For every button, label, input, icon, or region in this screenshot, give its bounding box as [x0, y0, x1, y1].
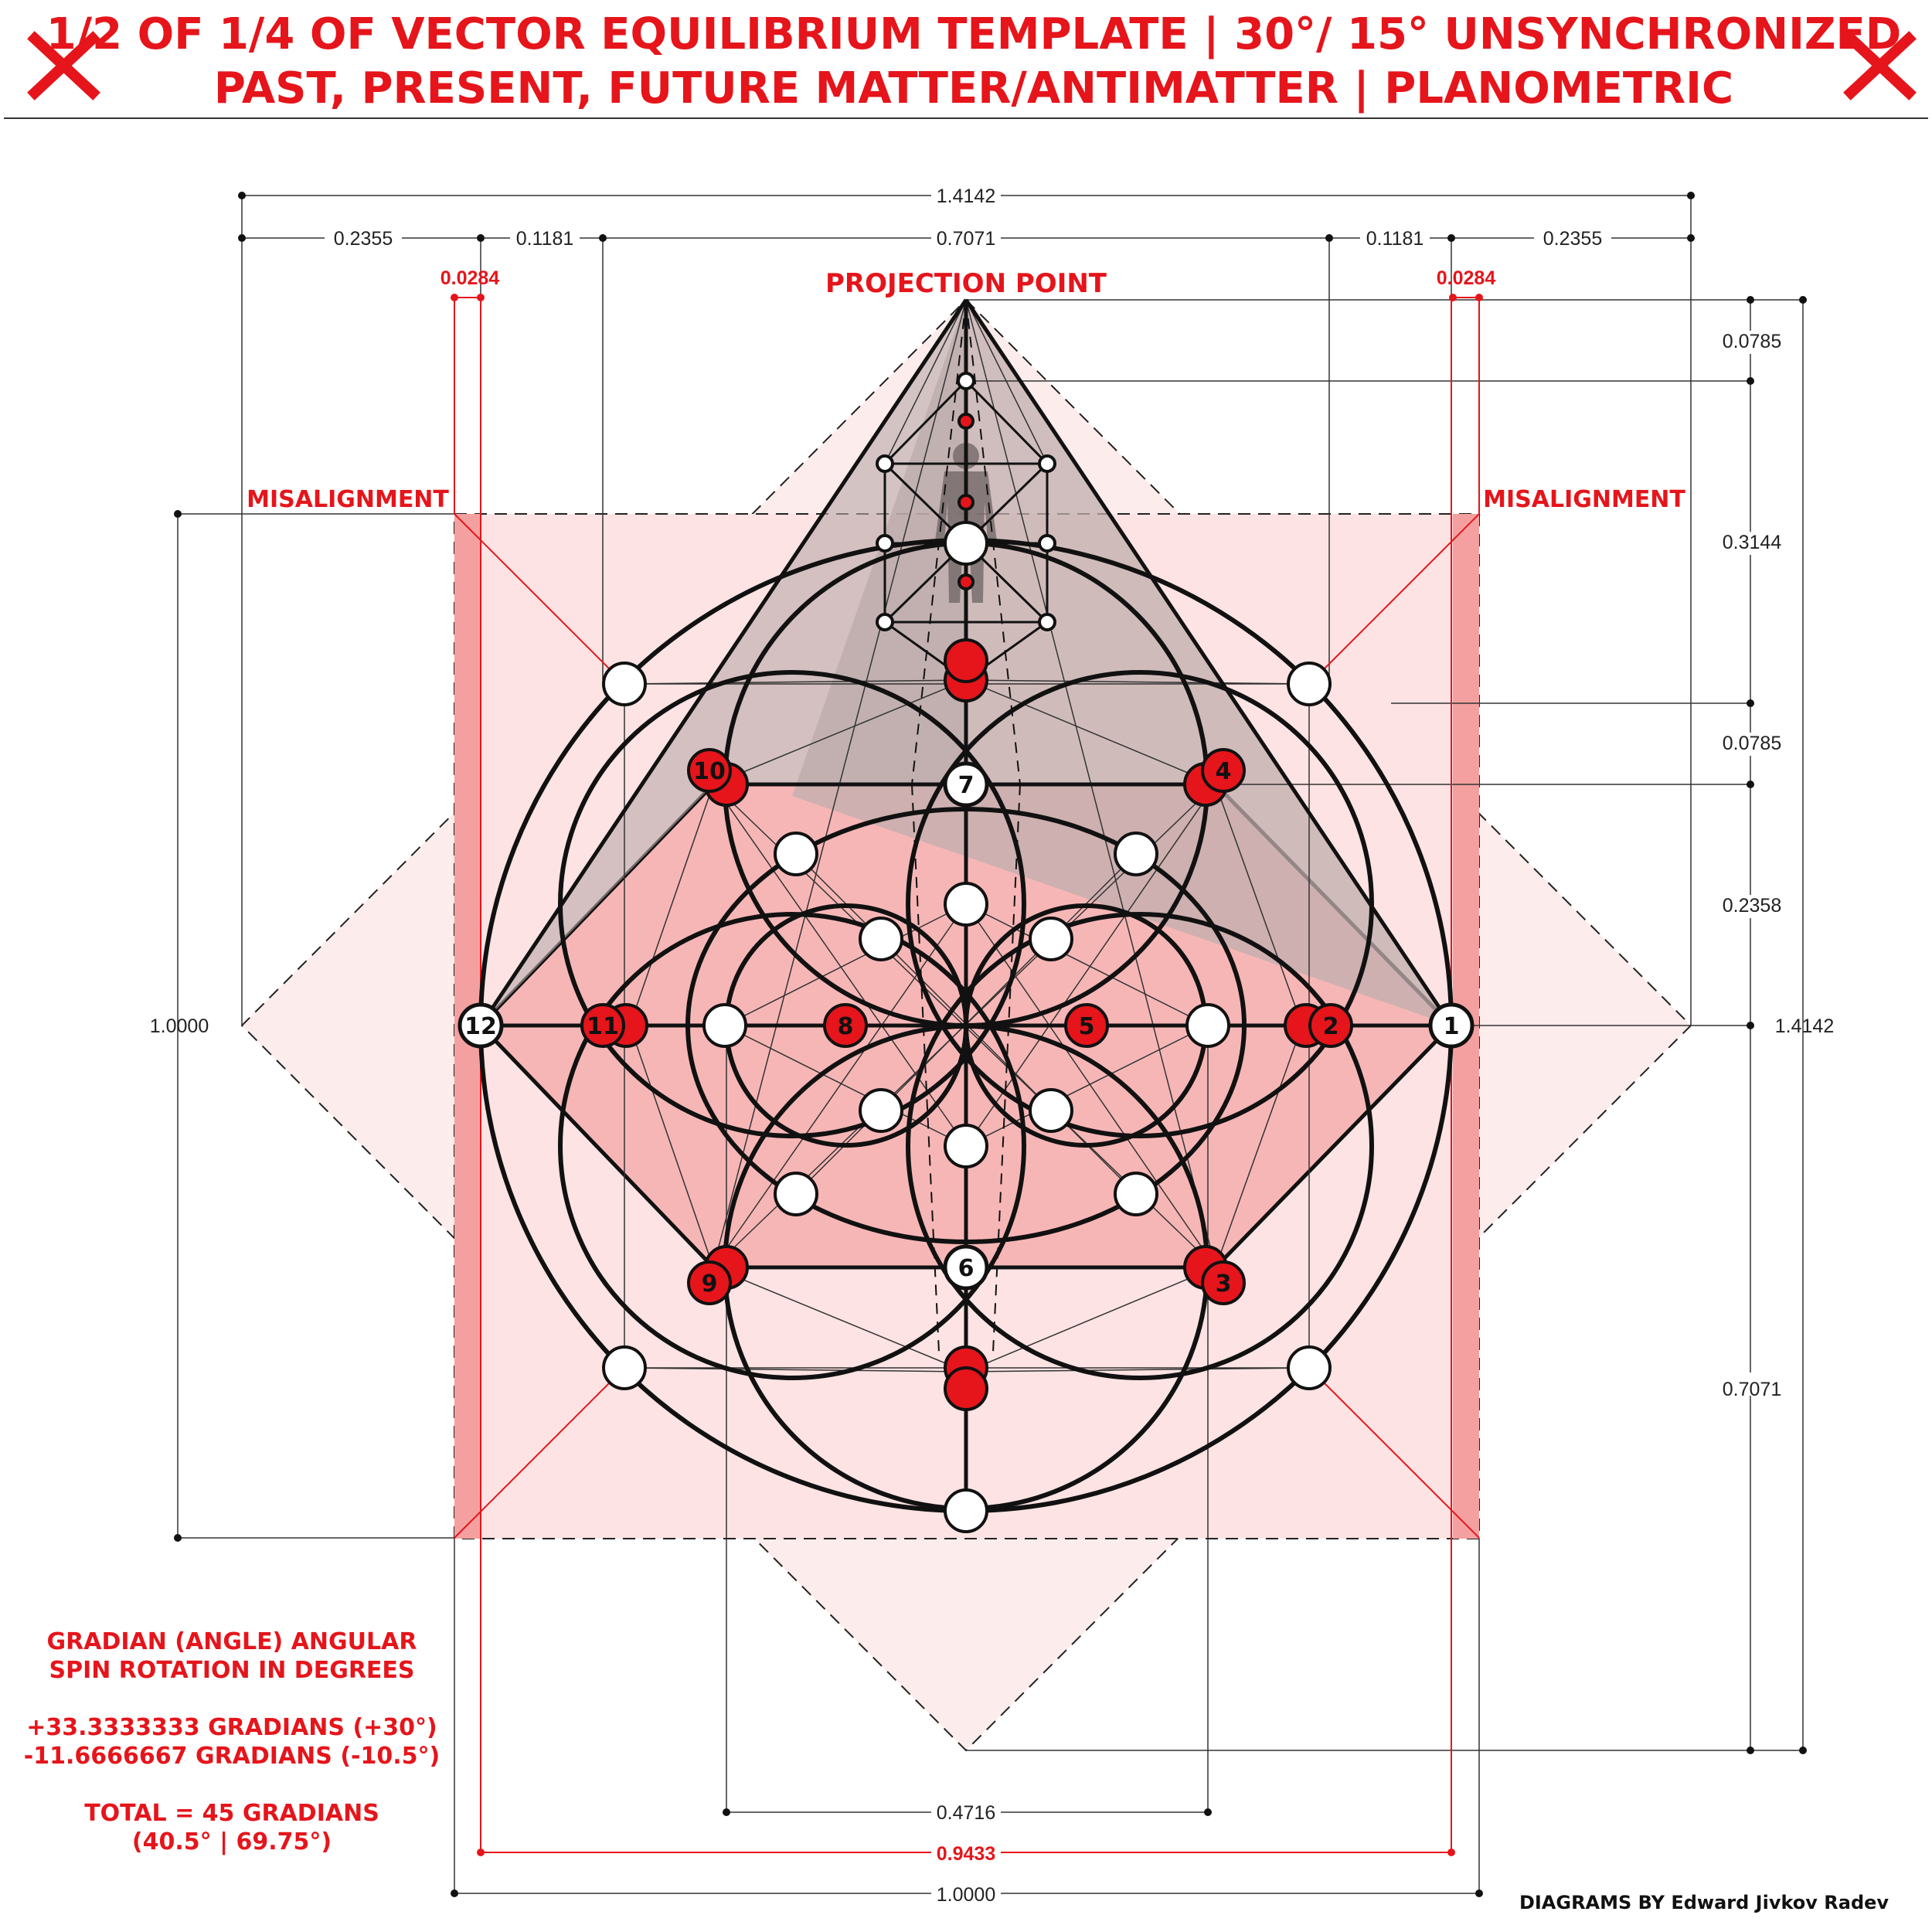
dim-red-right: 0.0284 [1437, 267, 1496, 289]
dim-top-right-inner: 0.1181 [1366, 228, 1424, 250]
dim-top-total: 1.4142 [937, 185, 995, 207]
node-12: 12 [457, 1002, 504, 1049]
gradian-notes: GRADIAN (ANGLE) ANGULAR SPIN ROTATION IN… [24, 1628, 440, 1855]
svg-text:9: 9 [702, 1270, 718, 1298]
node-1: 1 [1428, 1002, 1475, 1049]
dimension-dots-red [451, 294, 1483, 1856]
node-5: 5 [1064, 1003, 1109, 1048]
cross-icon-left [27, 31, 100, 100]
dim-right-1: 0.0785 [1723, 331, 1781, 352]
svg-text:1: 1 [1444, 1013, 1460, 1040]
dim-bottom-1: 0.4716 [937, 1802, 995, 1824]
dim-right-5: 0.7071 [1723, 1379, 1781, 1400]
dim-top-right-outer: 0.2355 [1543, 228, 1602, 250]
note-line-3: +33.3333333 GRADIANS (+30°) [26, 1714, 437, 1741]
dim-top-left-inner: 0.1181 [516, 228, 574, 250]
svg-text:2: 2 [1323, 1013, 1339, 1040]
dimension-labels: 1.4142 0.2355 0.1181 0.7071 0.1181 0.235… [150, 182, 1834, 1906]
dim-right-4: 0.2358 [1723, 895, 1781, 917]
svg-text:7: 7 [958, 772, 975, 799]
svg-text:6: 6 [958, 1255, 975, 1282]
dim-top-left-outer: 0.2355 [334, 228, 393, 250]
note-line-6: (40.5° | 69.75°) [132, 1828, 332, 1855]
misalignment-right-label: MISALIGNMENT [1483, 486, 1685, 513]
node-9: 9 [687, 1260, 732, 1305]
node-3: 3 [1201, 1260, 1246, 1305]
svg-text:10: 10 [693, 758, 726, 785]
dim-right-2: 0.3144 [1723, 532, 1782, 553]
cross-icon-right [1843, 31, 1917, 100]
svg-text:11: 11 [587, 1013, 619, 1040]
node-2: 2 [1308, 1003, 1353, 1048]
note-line-5: TOTAL = 45 GRADIANS [84, 1800, 379, 1827]
node-4: 4 [1201, 748, 1246, 793]
projection-point-label: PROJECTION POINT [825, 268, 1107, 299]
dim-top-center: 0.7071 [937, 228, 995, 250]
misalignment-left-label: MISALIGNMENT [247, 486, 449, 513]
svg-text:3: 3 [1216, 1270, 1232, 1298]
svg-text:8: 8 [838, 1013, 854, 1040]
dim-bottom-3: 1.0000 [937, 1884, 995, 1906]
title-line-2: PAST, PRESENT, FUTURE MATTER/ANTIMATTER … [214, 63, 1733, 114]
dim-right-total: 1.4142 [1775, 1015, 1834, 1037]
dim-right-3: 0.0785 [1723, 733, 1781, 754]
dim-left-total: 1.0000 [150, 1015, 209, 1037]
node-11: 11 [580, 1003, 625, 1048]
dimension-dots [174, 192, 1807, 1897]
dim-red-left: 0.0284 [440, 267, 500, 289]
node-6: 6 [943, 1244, 989, 1291]
svg-text:5: 5 [1079, 1013, 1095, 1040]
note-line-2: SPIN ROTATION IN DEGREES [49, 1657, 414, 1684]
node-7: 7 [943, 761, 989, 808]
numbered-nodes: 1 2 3 4 5 6 7 8 [457, 748, 1475, 1305]
svg-text:4: 4 [1216, 758, 1232, 785]
svg-text:12: 12 [464, 1013, 497, 1040]
dim-bottom-2: 0.9433 [937, 1843, 995, 1865]
note-line-4: -11.6666667 GRADIANS (-10.5°) [24, 1743, 440, 1770]
node-8: 8 [823, 1003, 868, 1048]
header: 1/2 OF 1/4 OF VECTOR EQUILIBRIUM TEMPLAT… [4, 9, 1928, 119]
credit-text: DIAGRAMS BY Edward Jivkov Radev [1519, 1892, 1889, 1913]
note-line-1: GRADIAN (ANGLE) ANGULAR [47, 1628, 417, 1655]
node-10: 10 [687, 748, 732, 793]
white-nodes [602, 372, 1332, 1533]
title-line-1: 1/2 OF 1/4 OF VECTOR EQUILIBRIUM TEMPLAT… [46, 9, 1902, 60]
